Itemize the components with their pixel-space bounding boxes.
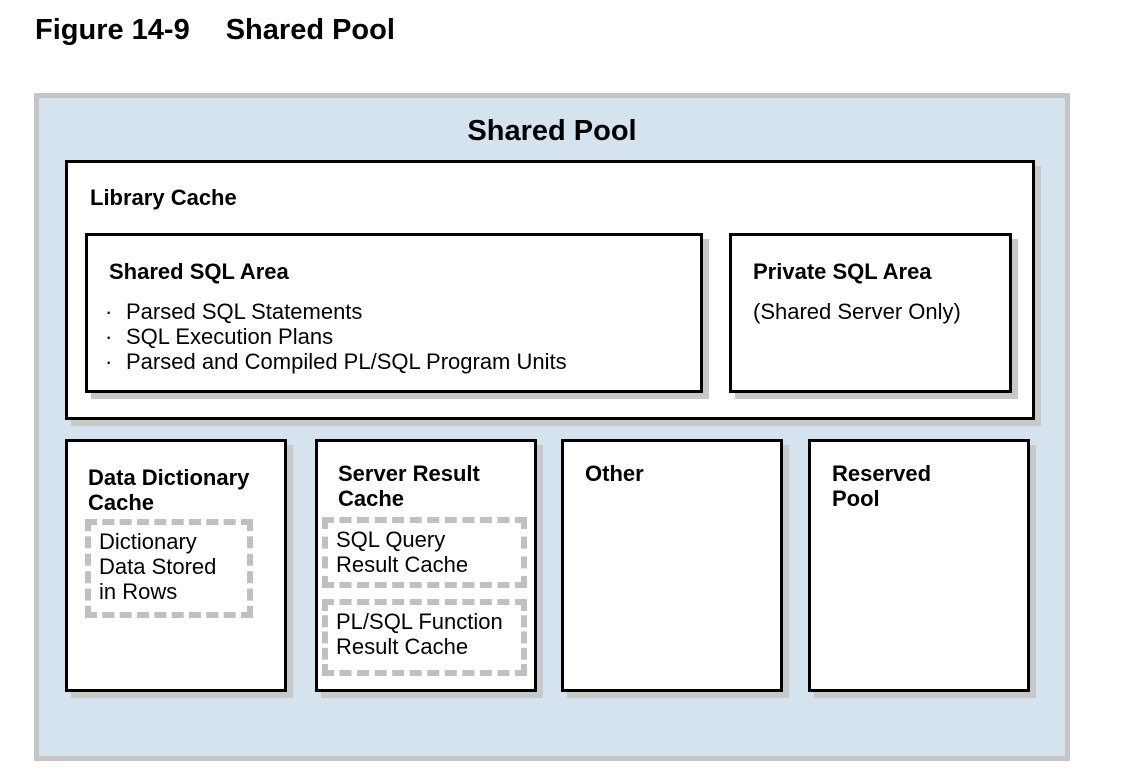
title-line: Server Result — [338, 461, 480, 486]
text-line: Data Stored — [99, 554, 217, 579]
list-item-text: Parsed SQL Statements — [126, 299, 363, 324]
figure-number: Figure 14-9 — [35, 14, 190, 46]
list-item: · SQL Execution Plans — [105, 324, 567, 349]
server-result-cache: Server Result Cache SQL Query Result Cac… — [315, 439, 537, 692]
server-result-cache-title: Server Result Cache — [338, 461, 480, 511]
dictionary-data-rows: Dictionary Data Stored in Rows — [85, 519, 253, 618]
text-line: Result Cache — [336, 552, 469, 577]
library-cache: Library Cache Shared SQL Area · Parsed SQ… — [65, 160, 1035, 420]
list-item-text: SQL Execution Plans — [126, 324, 334, 349]
data-dictionary-cache: Data Dictionary Cache Dictionary Data St… — [65, 439, 287, 692]
title-line: Cache — [88, 490, 155, 515]
shared-pool-title: Shared Pool — [467, 115, 637, 147]
reserved-pool-title: Reserved Pool — [832, 461, 931, 511]
other-area-title: Other — [585, 461, 644, 486]
sql-query-result-cache: SQL Query Result Cache — [322, 517, 527, 588]
text-line: PL/SQL Function — [336, 609, 503, 634]
bullet-dot: · — [105, 349, 113, 374]
text-line: Dictionary — [99, 529, 197, 554]
private-sql-area: Private SQL Area (Shared Server Only) — [729, 233, 1012, 393]
figure-title: Shared Pool — [225, 14, 395, 46]
reserved-pool: Reserved Pool — [808, 439, 1030, 692]
text-line: Result Cache — [336, 634, 469, 659]
sql-query-result-cache-text: SQL Query Result Cache — [336, 527, 468, 577]
private-sql-area-title: Private SQL Area — [753, 259, 932, 284]
title-line: Cache — [338, 486, 405, 511]
bullet-dot: · — [105, 299, 113, 324]
data-dictionary-cache-title: Data Dictionary Cache — [88, 465, 249, 515]
title-line: Data Dictionary — [88, 465, 250, 490]
other-area: Other — [561, 439, 783, 692]
title-line: Pool — [832, 486, 880, 511]
text-line: SQL Query — [336, 527, 446, 552]
shared-sql-area-list: · Parsed SQL Statements · SQL Execution Pl… — [105, 299, 567, 374]
shared-sql-area-title: Shared SQL Area — [109, 259, 289, 284]
title-line: Reserved — [832, 461, 932, 486]
plsql-function-result-cache-text: PL/SQL Function Result Cache — [336, 609, 503, 659]
bullet-dot: · — [105, 324, 113, 349]
list-item: · Parsed SQL Statements — [105, 299, 567, 324]
figure-caption: Figure 14-9 Shared Pool — [35, 14, 395, 47]
list-item-text: Parsed and Compiled PL/SQL Program Units — [126, 349, 567, 374]
dictionary-data-rows-text: Dictionary Data Stored in Rows — [99, 529, 216, 604]
plsql-function-result-cache: PL/SQL Function Result Cache — [322, 599, 527, 676]
shared-sql-area: Shared SQL Area · Parsed SQL Statements ·… — [85, 233, 703, 393]
private-sql-area-note: (Shared Server Only) — [753, 299, 961, 324]
shared-pool: Shared Pool Library Cache Shared SQL Are… — [34, 93, 1070, 761]
text-line: in Rows — [99, 579, 178, 604]
library-cache-title: Library Cache — [90, 185, 237, 210]
list-item: · Parsed and Compiled PL/SQL Program Unit… — [105, 349, 567, 374]
